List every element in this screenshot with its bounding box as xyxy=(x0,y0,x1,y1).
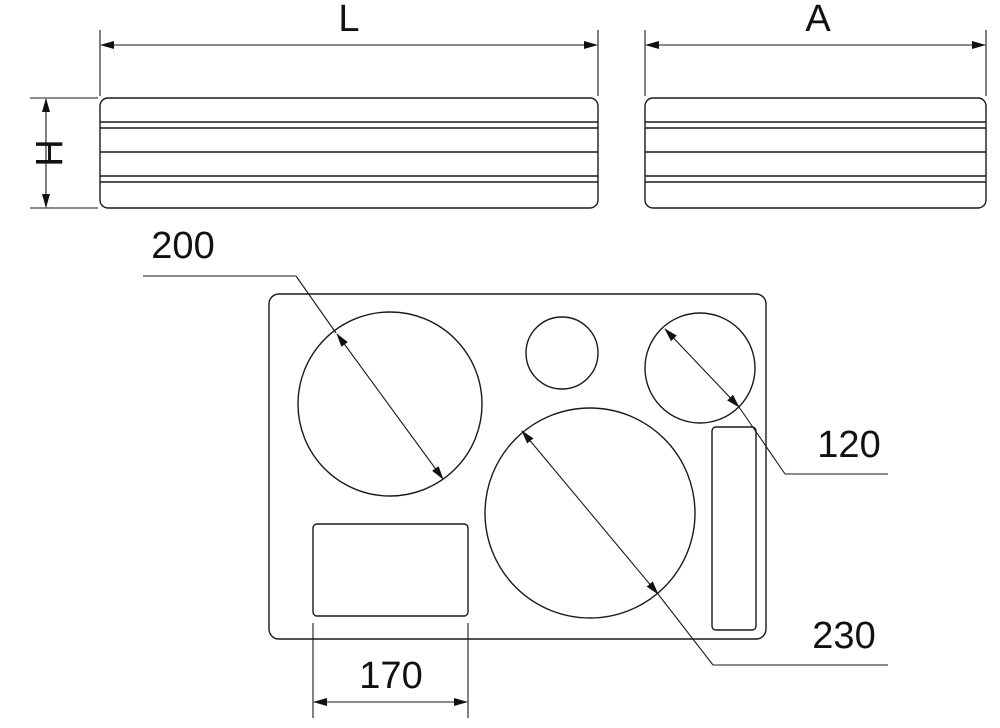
insert-outline xyxy=(268,293,767,640)
dimension-circle-200: 200 xyxy=(143,225,444,480)
dimension-circle-120: 120 xyxy=(664,328,888,475)
dimension-width: A xyxy=(644,0,987,96)
leader-line xyxy=(657,593,714,666)
dimension-circle-230: 230 xyxy=(521,430,888,666)
diameter-line xyxy=(336,333,444,480)
side-view-width xyxy=(644,97,987,209)
height-label: H xyxy=(27,139,69,166)
diameter-line xyxy=(521,430,659,595)
dim-230-label: 230 xyxy=(812,615,875,657)
length-label: L xyxy=(338,0,359,40)
side-view-width-outline xyxy=(644,97,987,209)
dim-170-label: 170 xyxy=(359,655,422,697)
cutout-circle-small-right xyxy=(644,312,756,424)
cutout-slot xyxy=(711,426,757,631)
side-view-length-outline xyxy=(99,97,599,209)
dimension-rectangle-170: 170 xyxy=(312,623,469,718)
dimension-height: H xyxy=(27,97,98,209)
diameter-line xyxy=(664,328,740,408)
cutout-circle-large-left xyxy=(297,311,483,497)
leader-line xyxy=(738,406,786,475)
dimension-length: L xyxy=(99,0,599,96)
cutout-circle-small-top xyxy=(525,316,599,390)
cutout-rectangle xyxy=(312,523,469,617)
leader-line xyxy=(295,275,337,334)
dim-200-label: 200 xyxy=(151,225,214,267)
width-label: A xyxy=(805,0,831,40)
top-view-insert xyxy=(268,293,767,640)
dim-120-label: 120 xyxy=(817,424,880,466)
side-view-length xyxy=(99,97,599,209)
cutout-circle-large-center xyxy=(484,407,696,619)
